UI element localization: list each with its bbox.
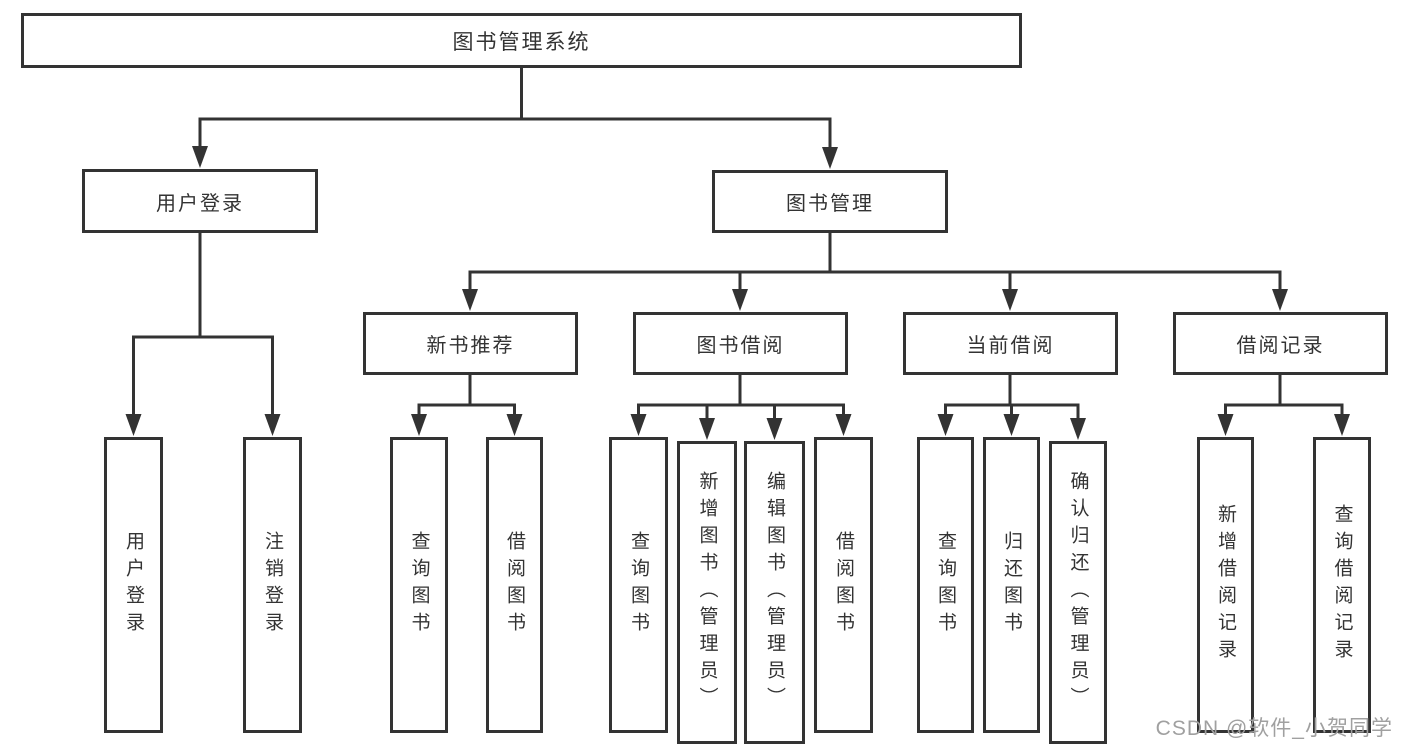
- arrowhead-icon: [835, 414, 852, 436]
- leaf-query-books-borrow: 查询图书: [609, 437, 668, 733]
- node-book-management: 图书管理: [712, 170, 948, 233]
- leaf-borrow-books-newbook: 借阅图书: [486, 437, 543, 733]
- leaf-query-books-newbook: 查询图书: [390, 437, 448, 733]
- arrowhead-icon: [1272, 289, 1288, 311]
- node-user-login: 用户登录: [82, 169, 318, 233]
- arrowhead-icon: [766, 418, 783, 440]
- node-new-book-recommend: 新书推荐: [363, 312, 578, 375]
- leaf-return-books: 归还图书: [983, 437, 1040, 733]
- connector-root-to-level2: [198, 68, 832, 149]
- node-book-borrowing: 图书借阅: [633, 312, 848, 375]
- arrowhead-icon: [264, 414, 281, 436]
- arrowhead-icon: [411, 414, 427, 436]
- arrowhead-icon: [937, 414, 954, 436]
- arrowhead-icon: [1217, 414, 1234, 436]
- connector-bookborrow-to-leaves: [637, 375, 845, 420]
- arrowhead-icon: [1003, 414, 1020, 436]
- arrowhead-icon: [1002, 289, 1018, 311]
- connector-bookmgmt-to-level3: [468, 233, 1282, 292]
- connector-currentborrow-to-leaves: [944, 375, 1080, 420]
- watermark-text: CSDN @软件_小贺同学: [1155, 717, 1393, 740]
- node-borrowing-records: 借阅记录: [1173, 312, 1388, 375]
- arrowhead-icon: [192, 146, 208, 168]
- connector-records-to-leaves: [1224, 375, 1344, 416]
- leaf-confirm-return-admin: 确认归还（管理员）: [1049, 441, 1107, 744]
- leaf-query-borrow-record: 查询借阅记录: [1313, 437, 1371, 733]
- leaf-user-login: 用户登录: [104, 437, 163, 733]
- arrowhead-icon: [822, 147, 838, 169]
- arrowhead-icon: [732, 289, 748, 311]
- arrowhead-icon: [125, 414, 142, 436]
- leaf-edit-book-admin: 编辑图书（管理员）: [744, 441, 805, 744]
- arrowhead-icon: [1334, 414, 1350, 436]
- arrowhead-icon: [506, 414, 523, 436]
- arrowhead-icon: [462, 289, 478, 311]
- connector-newbook-to-leaves: [417, 375, 516, 416]
- connector-userlogin-to-leaves: [132, 233, 274, 416]
- arrowhead-icon: [699, 418, 715, 440]
- arrowhead-icon: [1070, 418, 1086, 440]
- leaf-add-borrow-record: 新增借阅记录: [1197, 437, 1254, 733]
- node-library-management-system: 图书管理系统: [21, 13, 1022, 68]
- leaf-borrow-books-borrow: 借阅图书: [814, 437, 873, 733]
- node-current-borrowing: 当前借阅: [903, 312, 1118, 375]
- arrowhead-icon: [630, 414, 647, 436]
- leaf-query-books-current: 查询图书: [917, 437, 974, 733]
- leaf-logout: 注销登录: [243, 437, 302, 733]
- leaf-add-book-admin: 新增图书（管理员）: [677, 441, 737, 744]
